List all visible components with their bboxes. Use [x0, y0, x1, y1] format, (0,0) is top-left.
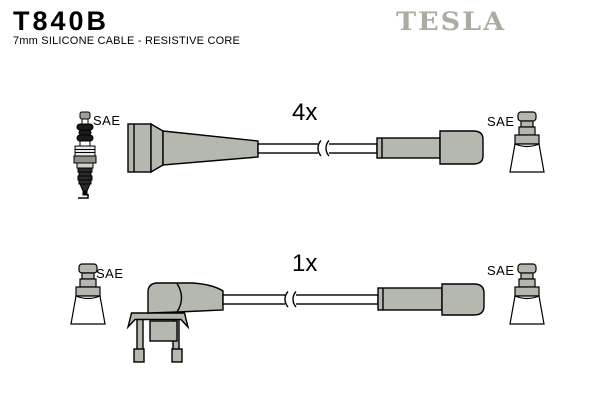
tapered-boot [162, 130, 259, 166]
length-break-icon [284, 291, 289, 308]
boot-cap [127, 123, 152, 173]
spark-plug-icon [73, 111, 97, 199]
sae-label-top-left: SAE [93, 113, 121, 128]
cable1-quantity: 4x [292, 99, 318, 126]
cable-wire [222, 294, 379, 305]
mounting-bracket [126, 312, 190, 330]
sae-label-top-right: SAE [487, 114, 515, 129]
cable-1x-drawing [126, 282, 485, 363]
part-number: T840B [13, 6, 110, 36]
straight-boot [376, 137, 441, 159]
cable-4x-drawing [127, 122, 484, 174]
boot-end-cap [439, 130, 484, 165]
sae-terminal-icon [509, 111, 545, 173]
sae-label-bottom-left: SAE [96, 266, 124, 281]
bracket-leg [136, 316, 144, 351]
elbow-boot [147, 282, 224, 314]
tesla-logo: TESLA [396, 8, 507, 37]
sae-terminal-icon [509, 263, 545, 325]
boot-end-cap [441, 283, 485, 316]
sae-label-bottom-right: SAE [487, 263, 515, 278]
straight-boot [377, 287, 443, 311]
part-subtitle: 7mm SILICONE CABLE - RESISTIVE CORE [13, 35, 241, 47]
length-break-icon [317, 140, 322, 157]
cable2-quantity: 1x [292, 250, 318, 277]
